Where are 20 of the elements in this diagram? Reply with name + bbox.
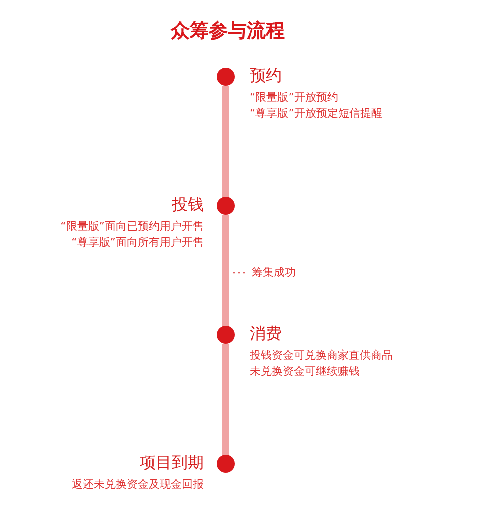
milestone-label: 筹集成功 <box>252 265 296 281</box>
step-description: 未兑换资金可继续赚钱 <box>250 364 360 380</box>
timeline-dot <box>217 68 235 86</box>
step-description: 返还未兑换资金及现金回报 <box>72 477 204 493</box>
step-heading: 投钱 <box>172 195 204 216</box>
step-heading: 项目到期 <box>140 453 204 474</box>
step-heading: 消费 <box>250 324 282 345</box>
step-description: 投钱资金可兑换商家直供商品 <box>250 348 393 364</box>
step-heading: 预约 <box>250 66 282 87</box>
step-description: “尊享版”开放预定短信提醒 <box>250 106 382 122</box>
timeline-line <box>222 86 230 197</box>
timeline-line <box>222 215 230 326</box>
timeline-dot <box>217 197 235 215</box>
timeline-line <box>222 344 230 455</box>
step-description: “限量版”面向已预约用户开售 <box>60 219 204 235</box>
step-description: “限量版”开放预约 <box>250 90 338 106</box>
title: 众筹参与流程 <box>170 19 286 44</box>
step-description: “尊享版”面向所有用户开售 <box>72 235 204 251</box>
timeline-dot <box>217 326 235 344</box>
timeline-dot <box>217 455 235 473</box>
